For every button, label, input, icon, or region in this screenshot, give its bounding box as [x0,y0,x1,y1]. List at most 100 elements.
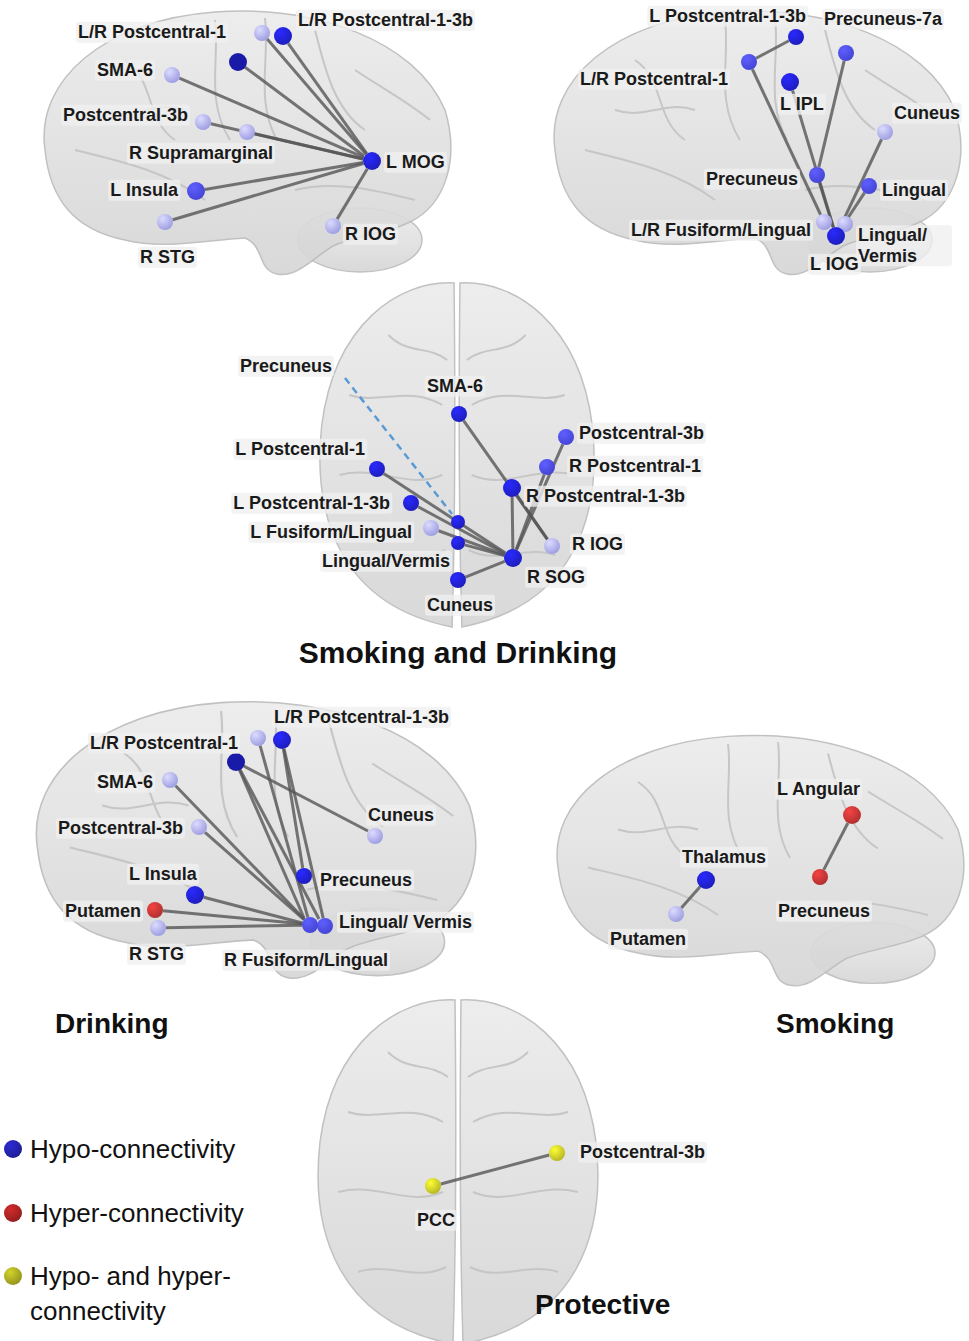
region-node: L Fusiform/Lingual [423,520,439,536]
region-label: L/R Postcentral-1 [76,22,228,43]
region-node: L Postcentral-1 [369,461,385,477]
connectivity-line [824,823,848,870]
region-node: R IOG [325,218,341,234]
region-node: L/R Postcentral-1-3b [273,731,291,749]
region-label: L/R Postcentral-1 [578,69,730,90]
region-label: Postcentral-3b [56,818,185,839]
region-label: PCC [415,1210,457,1231]
region-node: Cuneus [367,828,383,844]
region-label: L/R Postcentral-1 [88,733,240,754]
legend-dot [4,1204,22,1222]
connectivity-line [205,832,304,919]
region-label: L/R Postcentral-1-3b [272,707,451,728]
region-label: Cuneus [892,103,962,124]
connectivity-line [418,507,505,554]
connectivity-line [441,1155,550,1184]
region-node: Putamen [147,902,163,918]
legend-item: Hyper-connectivity [0,1196,280,1231]
legend-dot [4,1140,22,1158]
region-node: L/R Postcentral-1-3b [274,27,292,45]
region-label: L Fusiform/Lingual [248,522,414,543]
region-label: Postcentral-3b [578,1142,707,1163]
connectivity-line [288,43,367,153]
region-node: SMA-6 [451,406,467,422]
region-node: R SOG [504,549,522,567]
region-node: SMA-6 [164,67,180,83]
region-node: L/R Postcentral-1 [250,730,266,746]
region-label: Putamen [608,929,688,950]
region-node: Lingual [861,178,877,194]
connectivity-line [163,911,317,926]
region-node: Precuneus [809,167,825,183]
region-label: R IOG [343,224,398,245]
region-node: L IPL [781,73,799,91]
panel-title: Smoking and Drinking [299,636,617,671]
region-label: L Insula [108,180,180,201]
region-node: Cuneus [450,572,466,588]
connectivity-line [681,887,700,908]
region-label: Precuneus [238,356,334,377]
region-node: Lingual/Vermis [451,536,465,550]
connectivity-line [464,421,548,540]
region-label: SMA-6 [95,772,155,793]
region-label: R STG [127,944,186,965]
region-node: Postcentral-3b [191,819,207,835]
region-label: SMA-6 [425,376,485,397]
legend-label: Hyper-connectivity [30,1196,280,1231]
region-label: SMA-6 [95,60,155,81]
region-label: R Postcentral-1-3b [524,486,687,507]
region-label: Precuneus [318,870,414,891]
region-label: L Postcentral-1-3b [231,493,392,514]
region-label: L Insula [127,864,199,885]
region-node: L Angular [843,806,861,824]
region-label: Precuneus-7a [822,9,944,30]
legend-dot [4,1267,22,1285]
connectivity-line [337,169,367,219]
region-node: SMA-6 [162,772,178,788]
region-label: R STG [138,247,197,268]
region-node: R Fusiform/Lingual [302,917,318,933]
region-label: Thalamus [680,847,768,868]
panel-title: Drinking [55,1008,169,1040]
region-node: Postcentral-3b [558,429,574,445]
connectivity-line [260,746,308,918]
connectivity-line [465,561,504,577]
connectivity-line [465,545,505,556]
region-label: L IOG [808,254,861,275]
legend-item: Hypo-connectivity [0,1132,280,1167]
region-node: L/R Postcentral-1 [741,54,757,70]
legend-item: Hypo- and hyper- connectivity [0,1259,280,1329]
region-label: Postcentral-3b [61,105,190,126]
region-node: L IOG [827,227,845,245]
connectivity-line [166,925,302,928]
connectivity-line [173,164,364,220]
region-label: Cuneus [366,805,436,826]
region-node: Precuneus-7a [838,45,854,61]
legend-label: Hypo-connectivity [30,1132,280,1167]
region-label: Lingual/ Vermis [337,912,474,933]
region-label: Lingual/ Vermis [856,225,952,266]
region-node: R STG [157,214,173,230]
region-label: L Angular [775,779,862,800]
connectivity-line [752,69,820,215]
region-label: L IPL [778,94,826,115]
region-node: Putamen [668,906,684,922]
region-label: Precuneus [776,901,872,922]
region-label: L/R Postcentral-1-3b [296,10,475,31]
region-node: L Insula [186,886,204,904]
region-label: R SOG [525,567,587,588]
region-node: R STG [150,920,166,936]
region-node: R Supramarginal [239,124,255,140]
region-label: L Postcentral-1 [233,439,367,460]
region-label: R Supramarginal [127,143,275,164]
region-label: L/R Fusiform/Lingual [629,220,813,241]
region-label: R Fusiform/Lingual [222,950,390,971]
region-node: L/R Fusiform/Lingual [816,214,832,230]
region-node: Thalamus [697,871,715,889]
region-label: Putamen [63,901,143,922]
region-node: L MOG [363,152,381,170]
region-node: Precuneus [812,869,828,885]
region-label: Postcentral-3b [577,423,706,444]
region-node: Cuneus [877,124,893,140]
region-label: R Postcentral-1 [567,456,703,477]
